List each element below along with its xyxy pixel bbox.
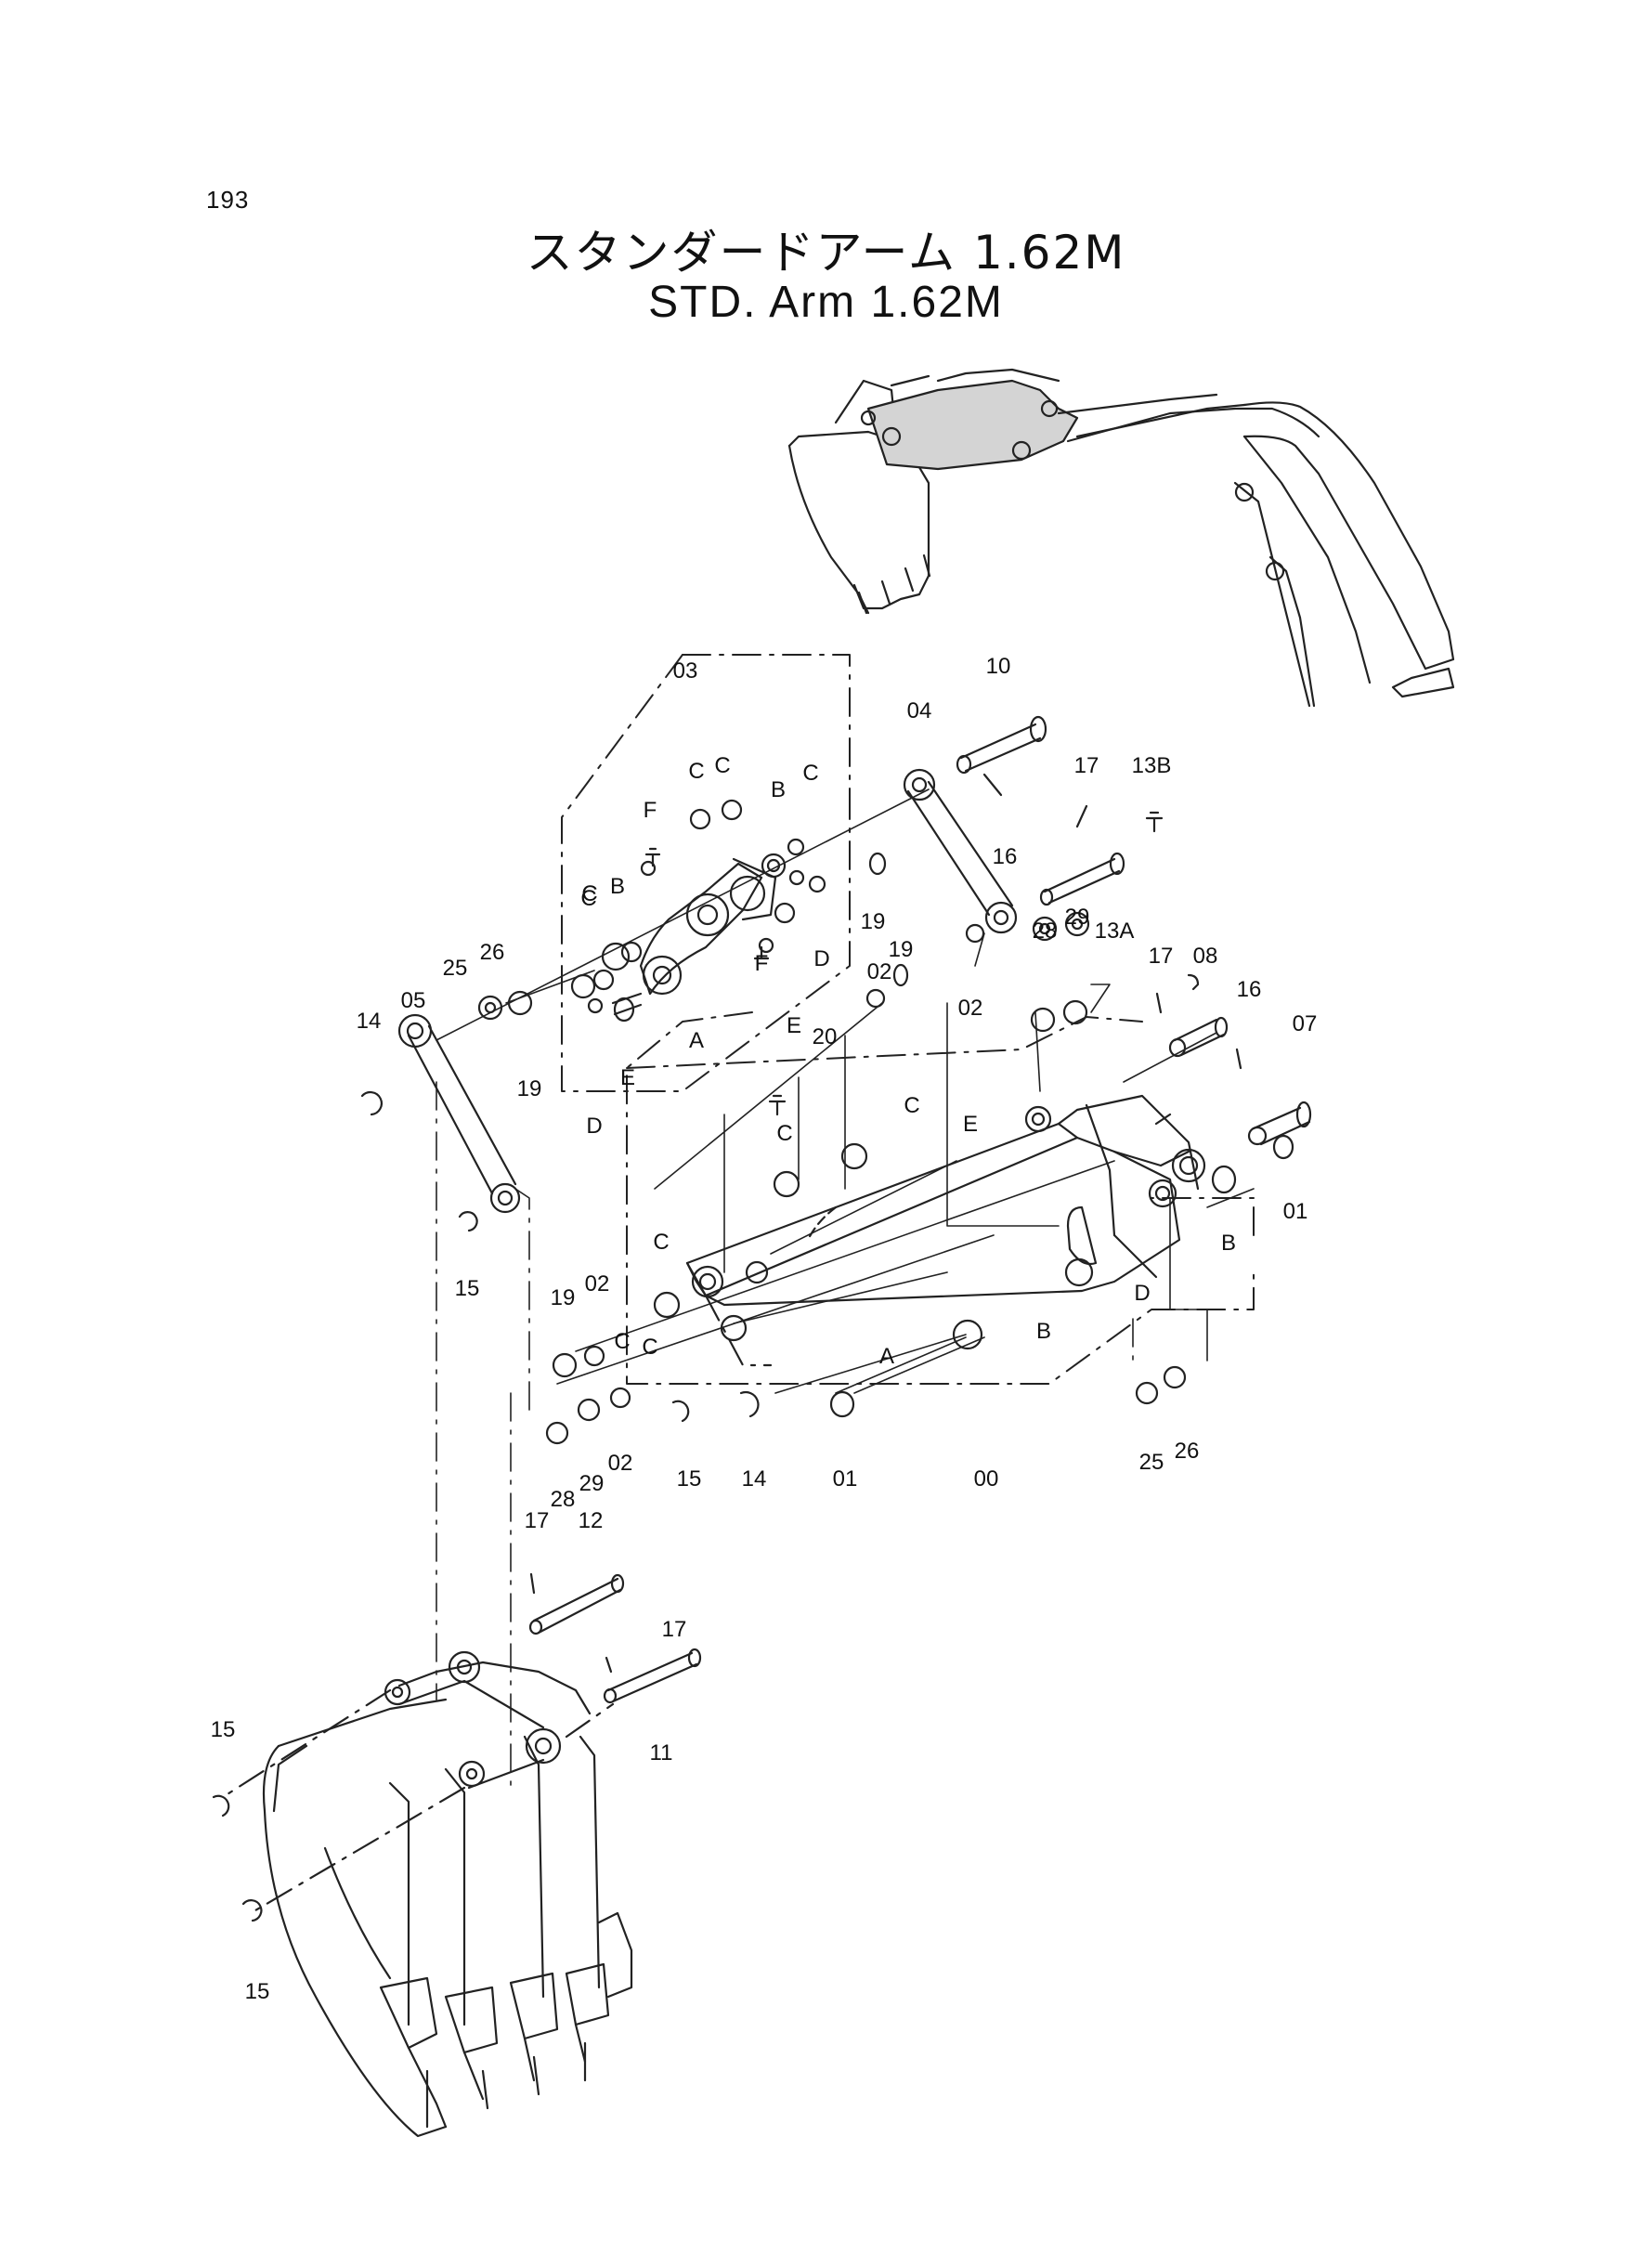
- part-label: E: [787, 1013, 801, 1038]
- part-label: 15: [677, 1466, 702, 1492]
- part-label: C: [581, 881, 597, 906]
- part-label: 15: [211, 1717, 236, 1742]
- part-label: E: [963, 1112, 978, 1137]
- part-label: C: [642, 1335, 657, 1360]
- part-label: 19: [889, 937, 914, 962]
- part-label: 28: [1033, 919, 1058, 944]
- part-label: 17: [525, 1508, 550, 1533]
- part-label: 04: [907, 698, 932, 723]
- part-label: 13B: [1132, 753, 1172, 778]
- excavator-overview-inset: [787, 368, 1455, 708]
- part-label: B: [1036, 1319, 1051, 1344]
- part-label: 19: [517, 1076, 542, 1101]
- part-label: 17: [1074, 753, 1099, 778]
- part-label: 03: [673, 658, 698, 684]
- bucket-link-assembly: [639, 857, 777, 996]
- part-label: 15: [245, 1979, 270, 2004]
- part-label: A: [879, 1344, 894, 1369]
- part-label: B: [1221, 1231, 1236, 1256]
- part-label: 28: [551, 1487, 576, 1512]
- part-label: D: [813, 946, 829, 971]
- part-label: C: [802, 761, 818, 786]
- part-label: F: [644, 798, 657, 823]
- part-label: 16: [1237, 977, 1262, 1002]
- pins: [528, 715, 1312, 1704]
- part-label: 02: [608, 1451, 633, 1476]
- part-label: 29: [579, 1471, 605, 1496]
- part-label: 14: [742, 1466, 767, 1492]
- part-label: 07: [1293, 1011, 1318, 1036]
- part-label: 19: [551, 1285, 576, 1310]
- part-label: C: [653, 1230, 669, 1255]
- part-label: D: [586, 1114, 602, 1139]
- part-label: 26: [480, 940, 505, 965]
- group-boundaries: [561, 654, 1255, 1385]
- part-label: B: [771, 777, 786, 802]
- leader-lines: [436, 788, 1255, 1793]
- part-label: A: [689, 1028, 704, 1053]
- part-label: B: [610, 874, 625, 899]
- part-label: 01: [833, 1466, 858, 1492]
- part-label: 02: [867, 959, 892, 984]
- part-label: 16: [993, 844, 1018, 869]
- page-title-japanese: スタンダードアーム 1.62M: [526, 226, 1126, 280]
- part-label: C: [776, 1121, 792, 1146]
- link-05: [397, 1013, 521, 1214]
- part-label: C: [614, 1329, 630, 1354]
- part-label: 08: [1193, 944, 1218, 969]
- page-title-english: STD. Arm 1.62M: [648, 278, 1004, 327]
- part-label: C: [714, 753, 730, 778]
- part-label: 02: [585, 1271, 610, 1296]
- part-label: 25: [1139, 1450, 1164, 1475]
- part-label: 05: [401, 988, 426, 1013]
- part-label: 25: [443, 956, 468, 981]
- part-label: C: [580, 886, 596, 911]
- part-label: F: [755, 951, 769, 976]
- part-label: 02: [958, 996, 983, 1021]
- part-label: 17: [662, 1617, 687, 1642]
- part-label: 00: [974, 1466, 999, 1492]
- part-label: 26: [1175, 1439, 1200, 1464]
- part-label: D: [1134, 1281, 1150, 1306]
- part-label: C: [688, 759, 704, 784]
- line-drawing: [212, 368, 1455, 2138]
- part-label: 19: [861, 909, 886, 934]
- part-label: 14: [357, 1009, 382, 1034]
- grease-fittings: [644, 811, 1164, 1116]
- page-number: 193: [206, 186, 250, 214]
- bucket: [221, 1650, 633, 2138]
- part-label: 10: [986, 654, 1011, 679]
- part-label: 13A: [1095, 919, 1135, 944]
- part-label: 17: [1149, 944, 1174, 969]
- snap-rings: [212, 1090, 760, 1922]
- part-label: C: [904, 1093, 919, 1118]
- part-label: 12: [579, 1508, 604, 1533]
- part-label: E: [620, 1065, 635, 1090]
- part-label: 20: [813, 1024, 838, 1049]
- part-label: 15: [455, 1276, 480, 1301]
- arm-body: [685, 1094, 1206, 1367]
- part-label: 11: [650, 1740, 673, 1765]
- part-label: 29: [1065, 905, 1090, 930]
- link-04: [903, 768, 1018, 934]
- part-label: 01: [1283, 1199, 1308, 1224]
